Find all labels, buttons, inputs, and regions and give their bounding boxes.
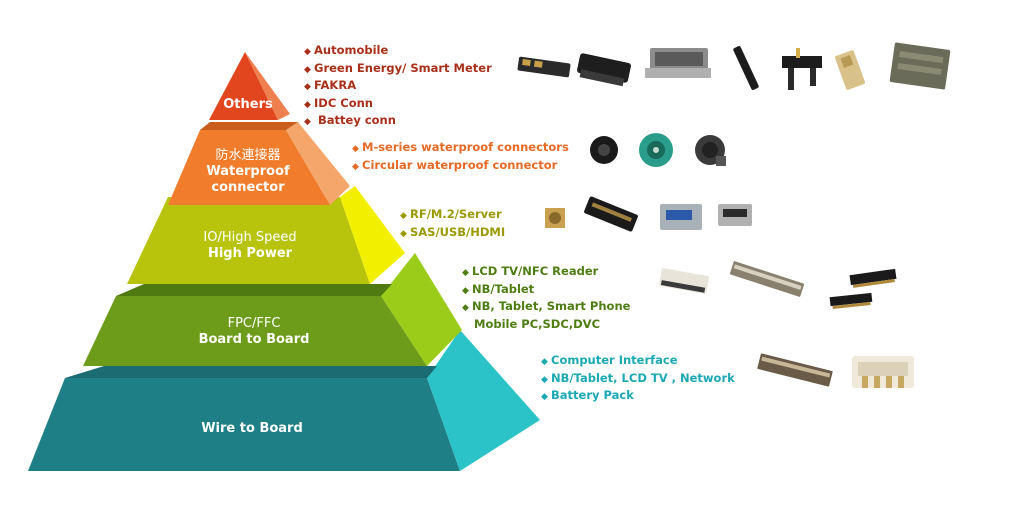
diamond-icon: ◆ bbox=[352, 144, 359, 154]
product-pin-header bbox=[733, 46, 759, 90]
tier-waterproof-side bbox=[286, 122, 350, 205]
tier-title-zh: 防水連接器 bbox=[215, 148, 281, 163]
tier-fpc-side bbox=[381, 253, 462, 366]
product-m2-connector bbox=[584, 196, 638, 232]
bullet-item: ◆NB/Tablet bbox=[462, 282, 630, 300]
diamond-icon: ◆ bbox=[400, 228, 407, 239]
diamond-icon: ◆ bbox=[304, 99, 311, 110]
bullet-item: ◆Computer Interface bbox=[541, 353, 735, 371]
tier-label-waterproof: 防水連接器 Waterproof connector bbox=[206, 148, 289, 196]
diamond-icon: ◆ bbox=[541, 357, 548, 367]
diamond-icon: ◆ bbox=[462, 303, 469, 314]
bullet-item: ◆NB, Tablet, Smart Phone bbox=[462, 299, 630, 317]
tier-subtitle: High Power bbox=[207, 245, 293, 261]
product-power-connector bbox=[517, 56, 571, 78]
product-terminal bbox=[835, 50, 865, 90]
product-fpc-connector bbox=[658, 268, 710, 294]
tier-subtitle: Board to Board bbox=[198, 331, 310, 347]
bullets-io: ◆RF/M.2/Server ◆SAS/USB/HDMI bbox=[400, 207, 505, 242]
tier-io-front bbox=[127, 197, 370, 284]
product-usb-connector bbox=[660, 204, 702, 230]
products-fpc bbox=[658, 261, 897, 309]
product-ffc-connector bbox=[729, 261, 805, 297]
diamond-icon: ◆ bbox=[352, 161, 359, 172]
products-io bbox=[545, 196, 752, 232]
bullet-item: ◆M-series waterproof connectors bbox=[352, 140, 569, 158]
tier-subtitle: connector bbox=[211, 179, 285, 195]
bullet-item: ◆Battery Pack bbox=[541, 388, 735, 406]
bullets-waterproof: ◆M-series waterproof connectors ◆Circula… bbox=[352, 140, 569, 175]
bullet-item: ◆Green Energy/ Smart Meter bbox=[304, 61, 492, 79]
tier-others bbox=[209, 52, 290, 120]
diamond-icon: ◆ bbox=[462, 285, 469, 296]
bullet-item: ◆LCD TV/NFC Reader bbox=[462, 264, 630, 282]
tier-waterproof-front bbox=[168, 130, 330, 205]
bullet-item: ◆SAS/USB/HDMI bbox=[400, 225, 505, 243]
diamond-icon: ◆ bbox=[541, 374, 548, 385]
product-battery-connector bbox=[577, 53, 631, 87]
tier-title: Wire to Board bbox=[201, 421, 303, 436]
bullet-item: Mobile PC,SDC,DVC bbox=[474, 316, 601, 331]
product-housing-connector bbox=[889, 42, 951, 90]
bullets-wtb: ◆Computer Interface ◆NB/Tablet, LCD TV ,… bbox=[541, 353, 735, 406]
bullet-item: ◆IDC Conn bbox=[304, 96, 492, 114]
diamond-icon: ◆ bbox=[462, 268, 469, 278]
product-hdmi-connector bbox=[718, 204, 752, 226]
tier-title: Waterproof bbox=[206, 163, 290, 179]
tier-fpc-top bbox=[116, 284, 392, 296]
tier-fpc-ffc bbox=[83, 253, 462, 366]
bullet-item: ◆FAKRA bbox=[304, 78, 492, 96]
tier-label-io: IO/High Speed High Power bbox=[203, 230, 296, 262]
tier-wire-to-board bbox=[28, 330, 540, 471]
diamond-icon: ◆ bbox=[304, 47, 311, 57]
diamond-icon: ◆ bbox=[400, 211, 407, 221]
tier-label-others: Others bbox=[223, 97, 273, 113]
tier-wtb-front bbox=[28, 378, 460, 471]
tier-waterproof bbox=[168, 122, 350, 205]
bullet-item: ◆NB/Tablet, LCD TV , Network bbox=[541, 371, 735, 389]
product-btb-connector-top bbox=[849, 268, 897, 288]
products-waterproof bbox=[590, 133, 726, 167]
diamond-icon: ◆ bbox=[541, 392, 548, 403]
bullets-others: ◆Automobile ◆Green Energy/ Smart Meter ◆… bbox=[304, 43, 492, 131]
tier-io-high-speed bbox=[127, 186, 405, 284]
diamond-icon: ◆ bbox=[304, 64, 311, 75]
product-m-series-cap bbox=[590, 136, 618, 164]
tier-others-front bbox=[209, 52, 278, 120]
product-btb-connector-bottom bbox=[829, 292, 873, 309]
tier-title: FPC/FFC bbox=[227, 316, 281, 331]
tier-fpc-front bbox=[83, 296, 427, 366]
diamond-icon: ◆ bbox=[304, 82, 311, 93]
product-m-series-connector bbox=[695, 135, 726, 166]
tier-waterproof-top bbox=[200, 122, 298, 130]
products-others bbox=[517, 42, 951, 90]
bullet-item: ◆Circular waterproof connector bbox=[352, 158, 569, 176]
tier-others-side bbox=[245, 52, 290, 120]
product-fakra-connector bbox=[782, 48, 822, 90]
tier-title: Others bbox=[223, 97, 273, 112]
products-wtb bbox=[757, 353, 914, 388]
bullets-fpc: ◆LCD TV/NFC Reader ◆NB/Tablet ◆NB, Table… bbox=[462, 264, 630, 332]
product-wtb-header-strip bbox=[757, 353, 833, 387]
product-rf-connector bbox=[545, 208, 565, 228]
product-wtb-housing bbox=[852, 356, 914, 388]
tier-label-fpc: FPC/FFC Board to Board bbox=[199, 316, 310, 348]
tier-title: IO/High Speed bbox=[203, 230, 297, 245]
product-circular-connector bbox=[639, 133, 673, 167]
bullet-item: ◆Automobile bbox=[304, 43, 492, 61]
tier-io-side bbox=[340, 186, 405, 284]
tier-label-wtb: Wire to Board bbox=[201, 421, 303, 437]
product-idc-connector bbox=[645, 48, 711, 78]
tier-wtb-top bbox=[65, 366, 437, 378]
bullet-item: ◆ Battey conn bbox=[304, 113, 492, 131]
tier-wtb-side bbox=[427, 330, 540, 471]
diamond-icon: ◆ bbox=[304, 117, 311, 128]
bullet-item: ◆RF/M.2/Server bbox=[400, 207, 505, 225]
